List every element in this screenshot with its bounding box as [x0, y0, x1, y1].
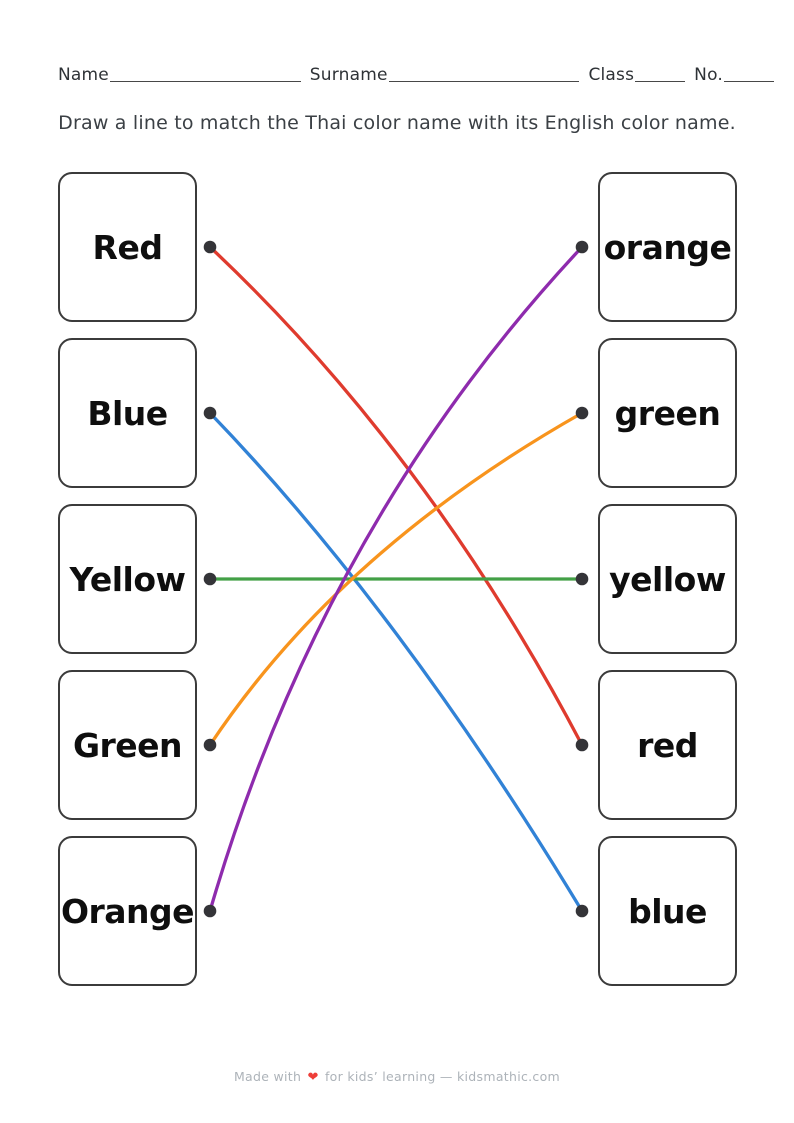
match-line-blue — [208, 411, 584, 913]
instruction-text: Draw a line to match the Thai color name… — [58, 112, 736, 134]
word-label-right-red: red — [637, 725, 698, 765]
no-label: No. — [694, 65, 723, 85]
connector-dot-right — [575, 240, 589, 254]
connector-dot-left — [203, 406, 217, 420]
match-line-green — [208, 411, 584, 747]
connector-dot-right — [575, 904, 589, 918]
word-box-left-green: Green — [58, 670, 197, 820]
word-box-right-green: green — [598, 338, 737, 488]
footer-rest: for kids’ learning — kidsmathic.com — [324, 1069, 561, 1084]
class-blank-line — [635, 80, 686, 82]
word-box-left-red: Red — [58, 172, 197, 322]
class-label: Class — [588, 65, 635, 85]
word-label-right-yellow: yellow — [609, 559, 726, 599]
connector-dot-left — [203, 904, 217, 918]
connector-dot-left — [203, 738, 217, 752]
word-box-right-yellow: yellow — [598, 504, 737, 654]
name-label: Name — [58, 65, 109, 85]
word-label-left-orange: Orange — [60, 891, 195, 931]
word-label-right-orange: orange — [603, 227, 732, 267]
student-info-row: Name Surname Class No. — [58, 66, 774, 85]
connector-dot-left — [203, 240, 217, 254]
connector-dot-right — [575, 406, 589, 420]
surname-blank-line — [388, 80, 580, 82]
word-box-left-orange: Orange — [58, 836, 197, 986]
connector-dot-right — [575, 738, 589, 752]
word-label-left-blue: Blue — [87, 393, 168, 433]
word-label-left-green: Green — [72, 725, 183, 765]
word-label-left-yellow: Yellow — [69, 559, 186, 599]
word-box-left-blue: Blue — [58, 338, 197, 488]
word-label-right-blue: blue — [628, 891, 707, 931]
word-label-left-red: Red — [92, 227, 163, 267]
footer-credit: Made with ❤ for kids’ learning — kidsmat… — [0, 1069, 794, 1085]
connector-dot-right — [575, 572, 589, 586]
word-box-left-yellow: Yellow — [58, 504, 197, 654]
surname-label: Surname — [309, 65, 388, 85]
word-box-right-blue: blue — [598, 836, 737, 986]
footer-made-with: Made with — [233, 1069, 302, 1084]
match-line-orange — [208, 245, 584, 913]
word-label-right-green: green — [614, 393, 721, 433]
heart-icon: ❤ — [307, 1070, 319, 1085]
no-blank-line — [724, 80, 774, 82]
match-line-red — [208, 245, 584, 747]
word-box-right-red: red — [598, 670, 737, 820]
name-blank-line — [109, 80, 301, 82]
connector-dot-left — [203, 572, 217, 586]
word-box-right-orange: orange — [598, 172, 737, 322]
